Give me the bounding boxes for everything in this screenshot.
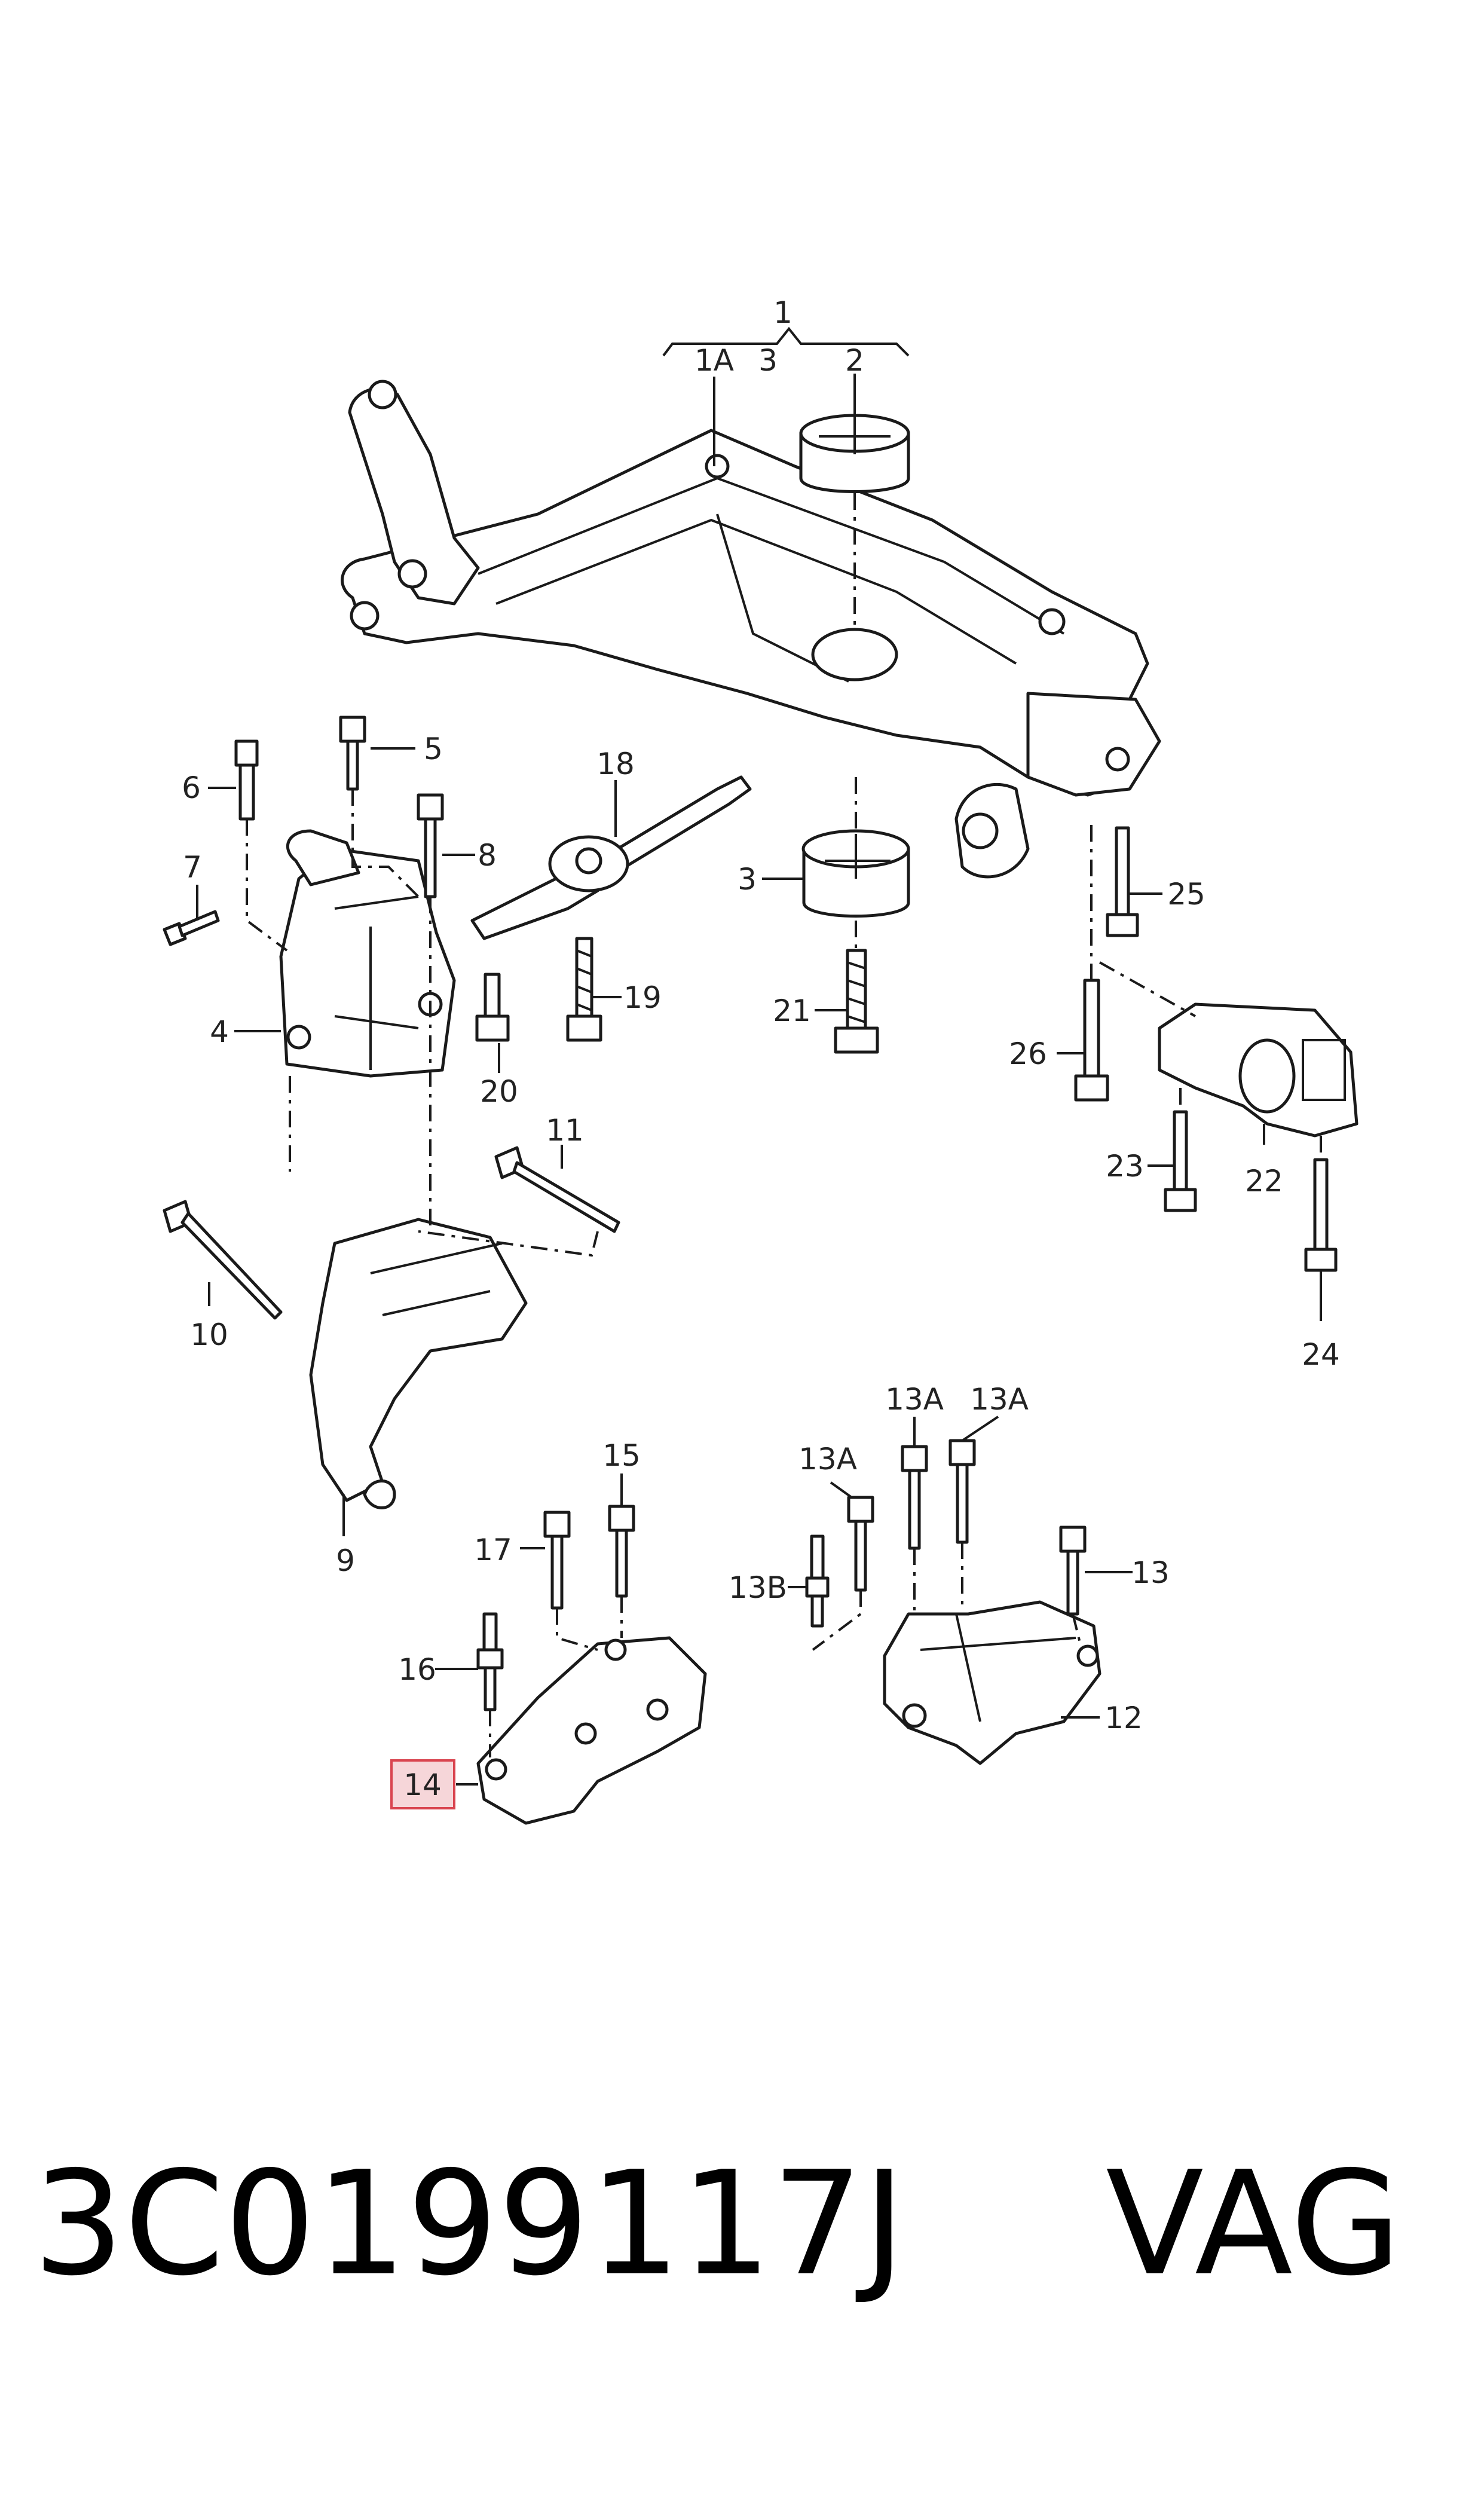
callout-26: 26 xyxy=(1009,1037,1047,1071)
alignment-lines xyxy=(246,493,1322,1757)
torque-rod-18-drawing xyxy=(470,775,752,940)
bolt-13b-drawing xyxy=(805,1534,830,1628)
bolt-6-drawing xyxy=(234,739,259,821)
callout-8: 8 xyxy=(478,838,497,873)
callout-labels: 1 1A 3 2 5 6 7 8 4 18 3 19 21 20 25 26 2… xyxy=(182,295,1340,1802)
callout-5: 5 xyxy=(424,732,443,766)
callout-22: 22 xyxy=(1245,1164,1283,1199)
bracket-9-drawing xyxy=(309,1218,528,1509)
bolt-23-drawing xyxy=(1164,1110,1197,1212)
bolt-5-drawing xyxy=(339,716,366,791)
callout-10: 10 xyxy=(190,1317,228,1352)
callout-20: 20 xyxy=(480,1074,518,1109)
bolt-26-drawing xyxy=(1074,979,1109,1102)
callout-25: 25 xyxy=(1167,877,1205,912)
callout-24: 24 xyxy=(1302,1337,1340,1372)
callout-21: 21 xyxy=(773,993,811,1028)
callout-7: 7 xyxy=(183,850,202,885)
callout-14: 14 xyxy=(403,1768,442,1802)
callout-11: 11 xyxy=(546,1113,584,1148)
bolt-8-drawing xyxy=(417,793,444,898)
part-number-label: 3C0199117J xyxy=(33,2140,905,2307)
bolt-13-drawing xyxy=(1059,1526,1087,1616)
callout-13a-3: 13A xyxy=(798,1442,857,1476)
callout-17: 17 xyxy=(474,1533,512,1567)
bolt-21-drawing xyxy=(834,949,879,1054)
bolt-24-drawing xyxy=(1304,1158,1338,1272)
callout-13: 13 xyxy=(1131,1555,1170,1590)
callout-3-top: 3 xyxy=(758,343,778,378)
rear-bush-22-drawing xyxy=(1158,1002,1358,1138)
bush-2-drawing xyxy=(799,414,910,493)
mount-bracket-14-drawing xyxy=(476,1636,707,1825)
callout-19: 19 xyxy=(623,980,662,1015)
callout-12: 12 xyxy=(1104,1701,1143,1735)
callout-6: 6 xyxy=(182,771,201,805)
callout-23: 23 xyxy=(1106,1149,1144,1184)
leader-lines xyxy=(196,374,1322,1786)
bolt-25-drawing xyxy=(1106,826,1139,937)
callout-4: 4 xyxy=(210,1014,229,1049)
bolt-13a-1-drawing xyxy=(901,1445,928,1550)
callout-1-bracket xyxy=(662,326,910,357)
bolt-19-drawing xyxy=(566,937,602,1042)
exploded-parts-diagram: 1 1A 3 2 5 6 7 8 4 18 3 19 21 20 25 26 2… xyxy=(163,295,1358,1825)
bolt-17-drawing xyxy=(543,1511,571,1610)
callout-18: 18 xyxy=(596,747,635,781)
callout-1: 1 xyxy=(773,295,793,330)
bolt-16-drawing xyxy=(476,1612,504,1711)
bolt-13a-2-drawing xyxy=(948,1439,976,1544)
callout-13b: 13B xyxy=(729,1570,787,1605)
callout-3: 3 xyxy=(738,862,757,897)
bolt-15-drawing xyxy=(608,1505,635,1598)
bolt-13a-3-drawing xyxy=(847,1496,874,1592)
brand-label: VAG xyxy=(1106,2140,1402,2307)
subframe-drawing xyxy=(341,380,1161,879)
callout-15: 15 xyxy=(602,1438,641,1473)
callout-9: 9 xyxy=(336,1543,355,1578)
bolt-10-drawing xyxy=(163,1200,283,1320)
highlight-box-14 xyxy=(390,1759,455,1809)
callout-2: 2 xyxy=(845,343,864,378)
callout-16: 16 xyxy=(398,1652,436,1687)
bolt-11-drawing xyxy=(494,1146,620,1233)
callout-1a: 1A xyxy=(694,343,734,378)
bolt-7-drawing xyxy=(163,910,220,946)
gearbox-mount-12-drawing xyxy=(883,1600,1101,1765)
bush-3-drawing xyxy=(801,829,910,918)
bolt-20-drawing xyxy=(475,973,510,1042)
callout-13a-1: 13A xyxy=(885,1382,944,1417)
callout-13a-2: 13A xyxy=(970,1382,1029,1417)
